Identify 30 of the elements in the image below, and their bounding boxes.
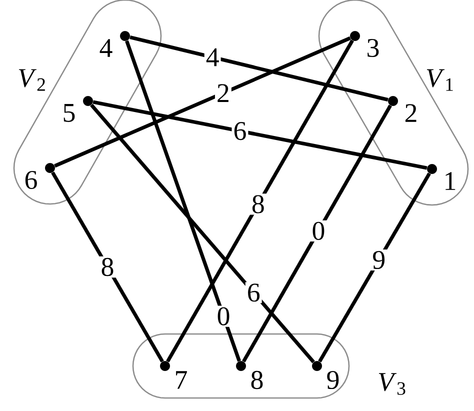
vertex-number: 9 bbox=[327, 370, 339, 390]
edge-label: 0 bbox=[215, 306, 232, 327]
edge-line bbox=[92, 100, 428, 170]
vertex-number: 7 bbox=[176, 371, 187, 389]
edge-label: 4 bbox=[204, 46, 221, 68]
vertex-number: 4 bbox=[100, 39, 112, 57]
vertex-number: 5 bbox=[64, 104, 75, 122]
edge-line bbox=[242, 104, 392, 362]
group-label: V$_{3}$ bbox=[378, 373, 406, 395]
edge-label: 6 bbox=[232, 120, 248, 142]
edge-line bbox=[130, 35, 388, 102]
vertex-number: 3 bbox=[368, 38, 379, 58]
edge-line bbox=[318, 172, 431, 362]
edge-label: 6 bbox=[245, 282, 262, 304]
vertex-number: 2 bbox=[405, 104, 416, 122]
edge-label: 8 bbox=[250, 194, 266, 215]
vertex-number: 6 bbox=[25, 170, 37, 190]
group-label: V$_{2}$ bbox=[18, 69, 45, 91]
edge-label: 8 bbox=[99, 256, 116, 278]
vertex-number: 1 bbox=[446, 172, 456, 190]
edge-label: 9 bbox=[370, 249, 388, 271]
edge-line bbox=[54, 36, 351, 168]
vertex-number: 8 bbox=[251, 370, 263, 390]
group-label: V$_{1}$ bbox=[426, 69, 453, 91]
edge-label: 0 bbox=[310, 220, 327, 242]
edge-line bbox=[51, 172, 164, 362]
edge-line bbox=[90, 104, 315, 364]
edge-line bbox=[166, 40, 354, 362]
edge-line bbox=[125, 40, 241, 362]
edge-label: 2 bbox=[214, 82, 232, 104]
